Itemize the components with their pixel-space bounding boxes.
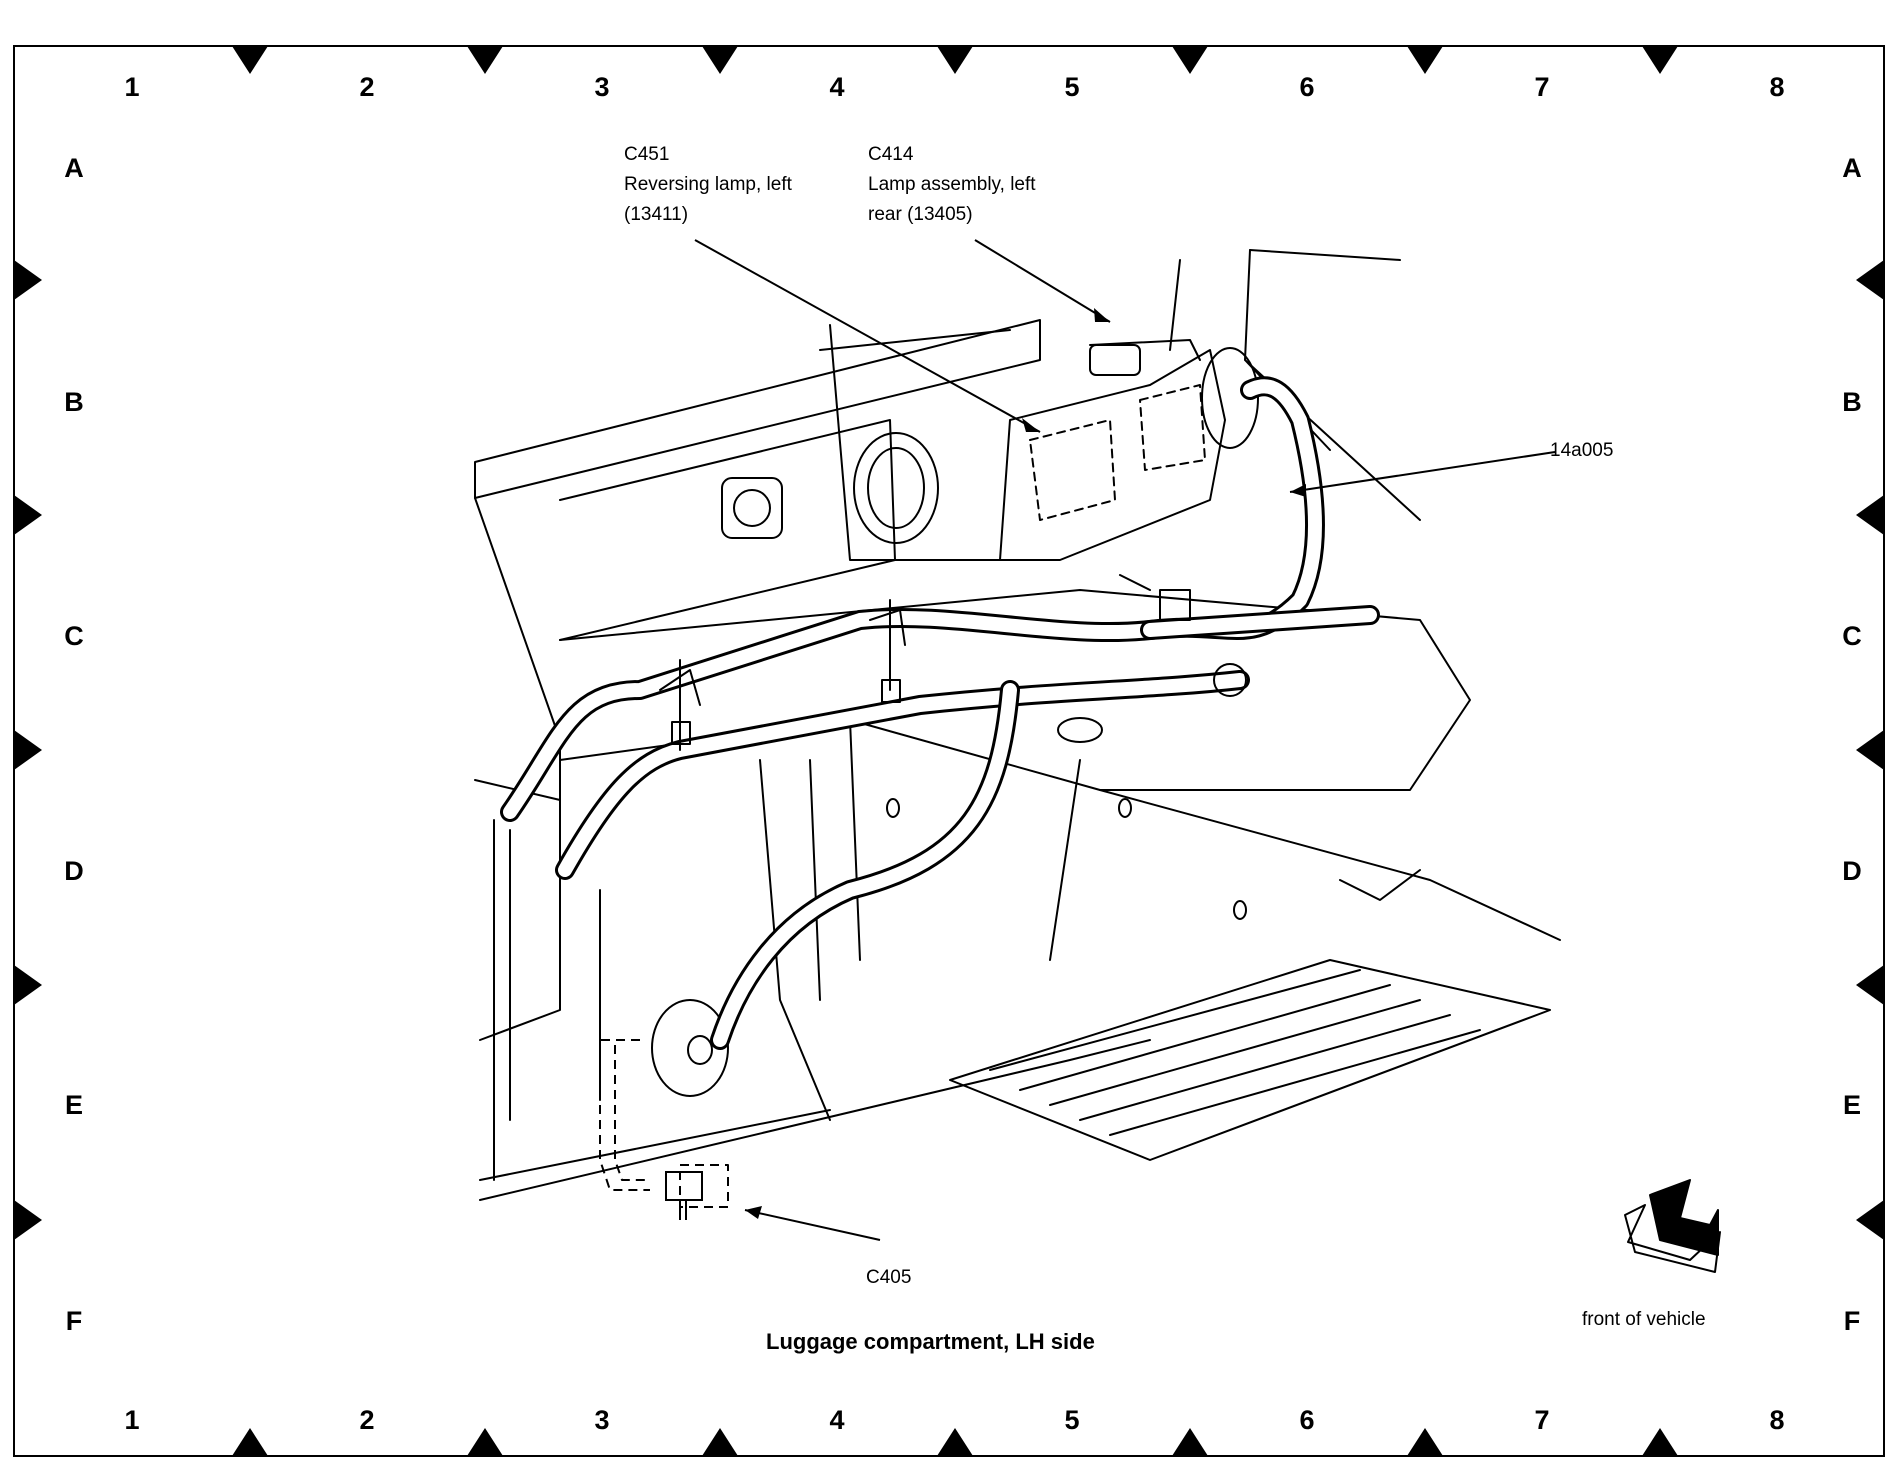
grid-marker-right-2 — [1856, 495, 1884, 535]
grid-row-left-e: E — [64, 1090, 83, 1120]
callout-c414-line1: Lamp assembly, left — [868, 174, 1036, 195]
callout-c405: C405 — [866, 1263, 911, 1293]
grid-marker-left-4 — [14, 965, 42, 1005]
c405-connector-body — [665, 1171, 703, 1220]
grid-marker-bottom-4 — [937, 1428, 973, 1456]
callout-c414-code: C414 — [868, 144, 914, 165]
grid-row-left-d: D — [64, 856, 84, 886]
dashed-harness-to-c405 — [599, 1039, 729, 1208]
grid-col-top-7: 7 — [1534, 72, 1550, 102]
grid-col-bottom-1: 1 — [124, 1405, 140, 1435]
grid-marker-top-4 — [937, 46, 973, 74]
grid-row-left-b: B — [64, 387, 84, 417]
grid-col-top-8: 8 — [1769, 72, 1785, 102]
grid-marker-bottom-3 — [702, 1428, 738, 1456]
diagram-title: Luggage compartment, LH side — [766, 1329, 1095, 1354]
grid-marker-right-5 — [1856, 1200, 1884, 1240]
grid-marker-left-3 — [14, 730, 42, 770]
leader-lines — [694, 239, 1556, 1241]
grid-row-left-f: F — [65, 1306, 83, 1336]
grid-row-right-d: D — [1842, 856, 1862, 886]
callout-c451-line1: Reversing lamp, left — [624, 174, 792, 195]
front-of-vehicle-label: front of vehicle — [1582, 1309, 1706, 1330]
callout-c414: C414 Lamp assembly, left rear (13405) — [868, 140, 1036, 230]
callout-c451: C451 Reversing lamp, left (13411) — [624, 140, 792, 230]
grid-col-bottom-7: 7 — [1534, 1405, 1550, 1435]
luggage-compartment-drawing — [474, 249, 1561, 1201]
grid-marker-top-1 — [232, 46, 268, 74]
grid-col-bottom-3: 3 — [594, 1405, 610, 1435]
grid-marker-right-4 — [1856, 965, 1884, 1005]
grid-row-right-a: A — [1842, 153, 1862, 183]
grid-col-bottom-2: 2 — [359, 1405, 375, 1435]
grid-marker-left-2 — [14, 495, 42, 535]
callout-14a005: 14a005 — [1550, 436, 1613, 466]
grid-col-top-6: 6 — [1299, 72, 1315, 102]
grid-col-bottom-5: 5 — [1064, 1405, 1080, 1435]
grid-col-top-5: 5 — [1064, 72, 1080, 102]
callout-14a005-code: 14a005 — [1550, 440, 1614, 461]
grid-marker-top-7 — [1642, 46, 1678, 74]
grid-col-bottom-6: 6 — [1299, 1405, 1315, 1435]
callout-c451-code: C451 — [624, 144, 670, 165]
callout-c405-code: C405 — [866, 1267, 912, 1288]
callout-c414-line2: rear (13405) — [868, 204, 973, 225]
grid-marker-left-5 — [14, 1200, 42, 1240]
leader-arrowheads — [745, 308, 1306, 1219]
wiring-harness-14a005 — [500, 376, 1380, 1050]
grid-marker-bottom-2 — [467, 1428, 503, 1456]
grid-col-top-4: 4 — [829, 72, 845, 102]
grid-col-top-1: 1 — [124, 72, 140, 102]
grid-row-left-c: C — [64, 621, 84, 651]
grid-marker-bottom-6 — [1407, 1428, 1443, 1456]
grid-marker-left-1 — [14, 260, 42, 300]
grid-marker-top-6 — [1407, 46, 1443, 74]
grid-row-left-a: A — [64, 153, 84, 183]
grid-col-bottom-4: 4 — [829, 1405, 845, 1435]
grid-marker-top-5 — [1172, 46, 1208, 74]
grid-marker-bottom-5 — [1172, 1428, 1208, 1456]
grid-marker-right-1 — [1856, 260, 1884, 300]
grid-row-right-e: E — [1842, 1090, 1861, 1120]
callout-c451-line2: (13411) — [624, 204, 689, 225]
grid-col-top-2: 2 — [359, 72, 375, 102]
grid-marker-right-3 — [1856, 730, 1884, 770]
diagram-border — [13, 45, 1885, 1457]
grid-marker-top-2 — [467, 46, 503, 74]
grid-col-top-3: 3 — [594, 72, 610, 102]
grid-marker-bottom-7 — [1642, 1428, 1678, 1456]
grid-markers — [14, 46, 1884, 1456]
grid-row-right-c: C — [1842, 621, 1862, 651]
grid-marker-top-3 — [702, 46, 738, 74]
grid-marker-bottom-1 — [232, 1428, 268, 1456]
direction-arrow-icon — [1624, 1179, 1721, 1273]
grid-col-bottom-8: 8 — [1769, 1405, 1785, 1435]
grid-row-right-b: B — [1842, 387, 1862, 417]
grid-row-right-f: F — [1843, 1306, 1861, 1336]
